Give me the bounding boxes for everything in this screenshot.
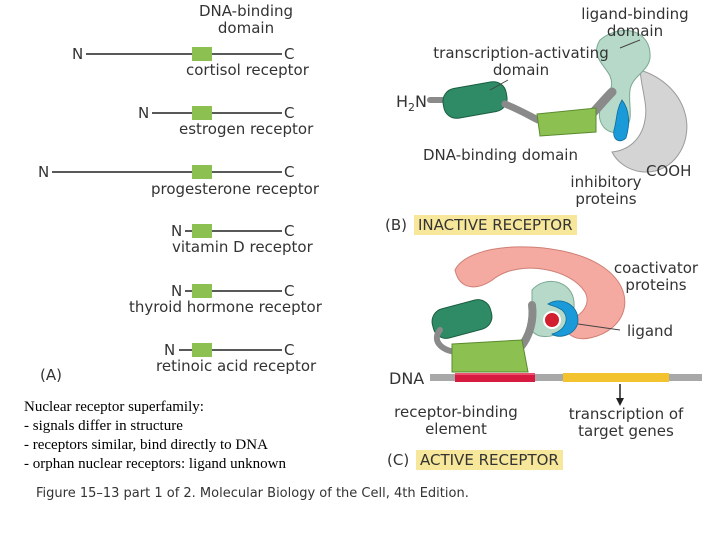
inhibitory-protein-shape — [611, 69, 688, 173]
notes-block: Nuclear receptor superfamily: - signals … — [24, 398, 286, 474]
activating-domain-shape — [442, 81, 508, 119]
cortisol-c: C — [284, 45, 295, 63]
progesterone-dna-domain — [192, 165, 212, 179]
receptor-name-cortisol: cortisol receptor — [186, 61, 309, 79]
cortisol-dna-domain — [192, 47, 212, 61]
note-line: Nuclear receptor superfamily: — [24, 399, 204, 415]
target-gene — [563, 373, 669, 382]
transcription-activating-line-2: domain — [492, 61, 550, 79]
ligand-label: ligand — [627, 322, 674, 340]
activating-domain-pointer — [489, 79, 509, 91]
h2n-n: N — [415, 92, 427, 111]
progesterone-n: N — [38, 163, 50, 181]
header-line-2: domain — [217, 19, 275, 37]
figure-caption: Figure 15–13 part 1 of 2. Molecular Biol… — [36, 486, 469, 501]
thyroid-dna-domain — [192, 284, 212, 298]
receptor-name-estrogen: estrogen receptor — [179, 120, 314, 138]
receptor-binding-line-2: element — [425, 420, 487, 438]
panel-a-label: (A) — [40, 366, 62, 384]
ligand-pointer — [577, 323, 621, 331]
transcription-activating-domain-label: transcription-activating domain — [410, 45, 632, 79]
coactivator-line-1: coactivator — [613, 259, 699, 277]
estrogen-n: N — [138, 104, 150, 122]
cooh-label: COOH — [646, 162, 692, 180]
coactivator-proteins-label: coactivator proteins — [604, 260, 708, 294]
thyroid-c: C — [284, 282, 295, 300]
inactive-receptor-title: INACTIVE RECEPTOR — [414, 215, 577, 235]
dna-label: DNA — [389, 369, 425, 388]
h2n-h: H — [396, 92, 409, 111]
vitamin-d-n: N — [171, 222, 183, 240]
panel-b-label: (B) — [385, 216, 407, 234]
active-activating-domain-shape — [431, 299, 493, 339]
transcription-arrow-head — [616, 398, 624, 406]
coactivator-line-2: proteins — [625, 276, 687, 294]
dna-binding-domain-header: DNA-binding domain — [186, 3, 306, 37]
estrogen-c: C — [284, 104, 295, 122]
cortisol-n: N — [72, 45, 84, 63]
dna-binding-domain-label: DNA-binding domain — [423, 146, 578, 164]
receptor-binding-element-label: receptor-binding element — [385, 404, 527, 438]
h2n-subscript: 2 — [408, 101, 416, 115]
dna-binding-domain-shape — [536, 107, 597, 137]
ligand-pocket-shape — [613, 99, 630, 142]
transcription-target-genes-label: transcription of target genes — [560, 406, 692, 440]
inhibitory-line-2: proteins — [575, 190, 637, 208]
transcription-target-line-2: target genes — [578, 422, 674, 440]
receptor-name-vitamin-d: vitamin D receptor — [172, 238, 313, 256]
response-element — [455, 373, 535, 382]
active-receptor-title: ACTIVE RECEPTOR — [416, 450, 563, 470]
transcription-activating-line-1: transcription-activating — [433, 44, 609, 62]
ligand-binding-line-1: ligand-binding — [581, 5, 689, 23]
inhibitory-proteins-label: inhibitory proteins — [566, 174, 646, 208]
transcription-target-line-1: transcription of — [568, 405, 684, 423]
receptor-name-thyroid: thyroid hormone receptor — [129, 298, 322, 316]
h2n-label: H2N — [396, 92, 427, 114]
ligand-binding-line-2: domain — [606, 22, 664, 40]
ligand-domain-pointer — [619, 39, 641, 49]
receptor-name-retinoic: retinoic acid receptor — [156, 357, 317, 375]
retinoic-n: N — [164, 341, 176, 359]
estrogen-dna-domain — [192, 106, 212, 120]
active-dna-binding-domain-shape — [451, 339, 529, 373]
receptor-binding-line-1: receptor-binding — [394, 403, 518, 421]
retinoic-c: C — [284, 341, 295, 359]
progesterone-c: C — [284, 163, 295, 181]
receptor-name-progesterone: progesterone receptor — [151, 180, 320, 198]
note-line: - orphan nuclear receptors: ligand unkno… — [24, 456, 286, 472]
active-ligand-pocket-shape — [547, 300, 579, 337]
vitamin-d-c: C — [284, 222, 295, 240]
inhibitory-line-1: inhibitory — [570, 173, 642, 191]
thyroid-n: N — [171, 282, 183, 300]
panel-c-label: (C) — [387, 451, 410, 469]
ligand-dot — [543, 311, 561, 329]
connector-shape — [501, 100, 542, 124]
note-line: - receptors similar, bind directly to DN… — [24, 437, 268, 453]
retinoic-dna-domain — [192, 343, 212, 357]
header-line-1: DNA-binding — [198, 2, 294, 20]
vitamin-d-dna-domain — [192, 224, 212, 238]
note-line: - signals differ in structure — [24, 418, 183, 434]
ligand-binding-domain-label: ligand-binding domain — [570, 6, 700, 40]
